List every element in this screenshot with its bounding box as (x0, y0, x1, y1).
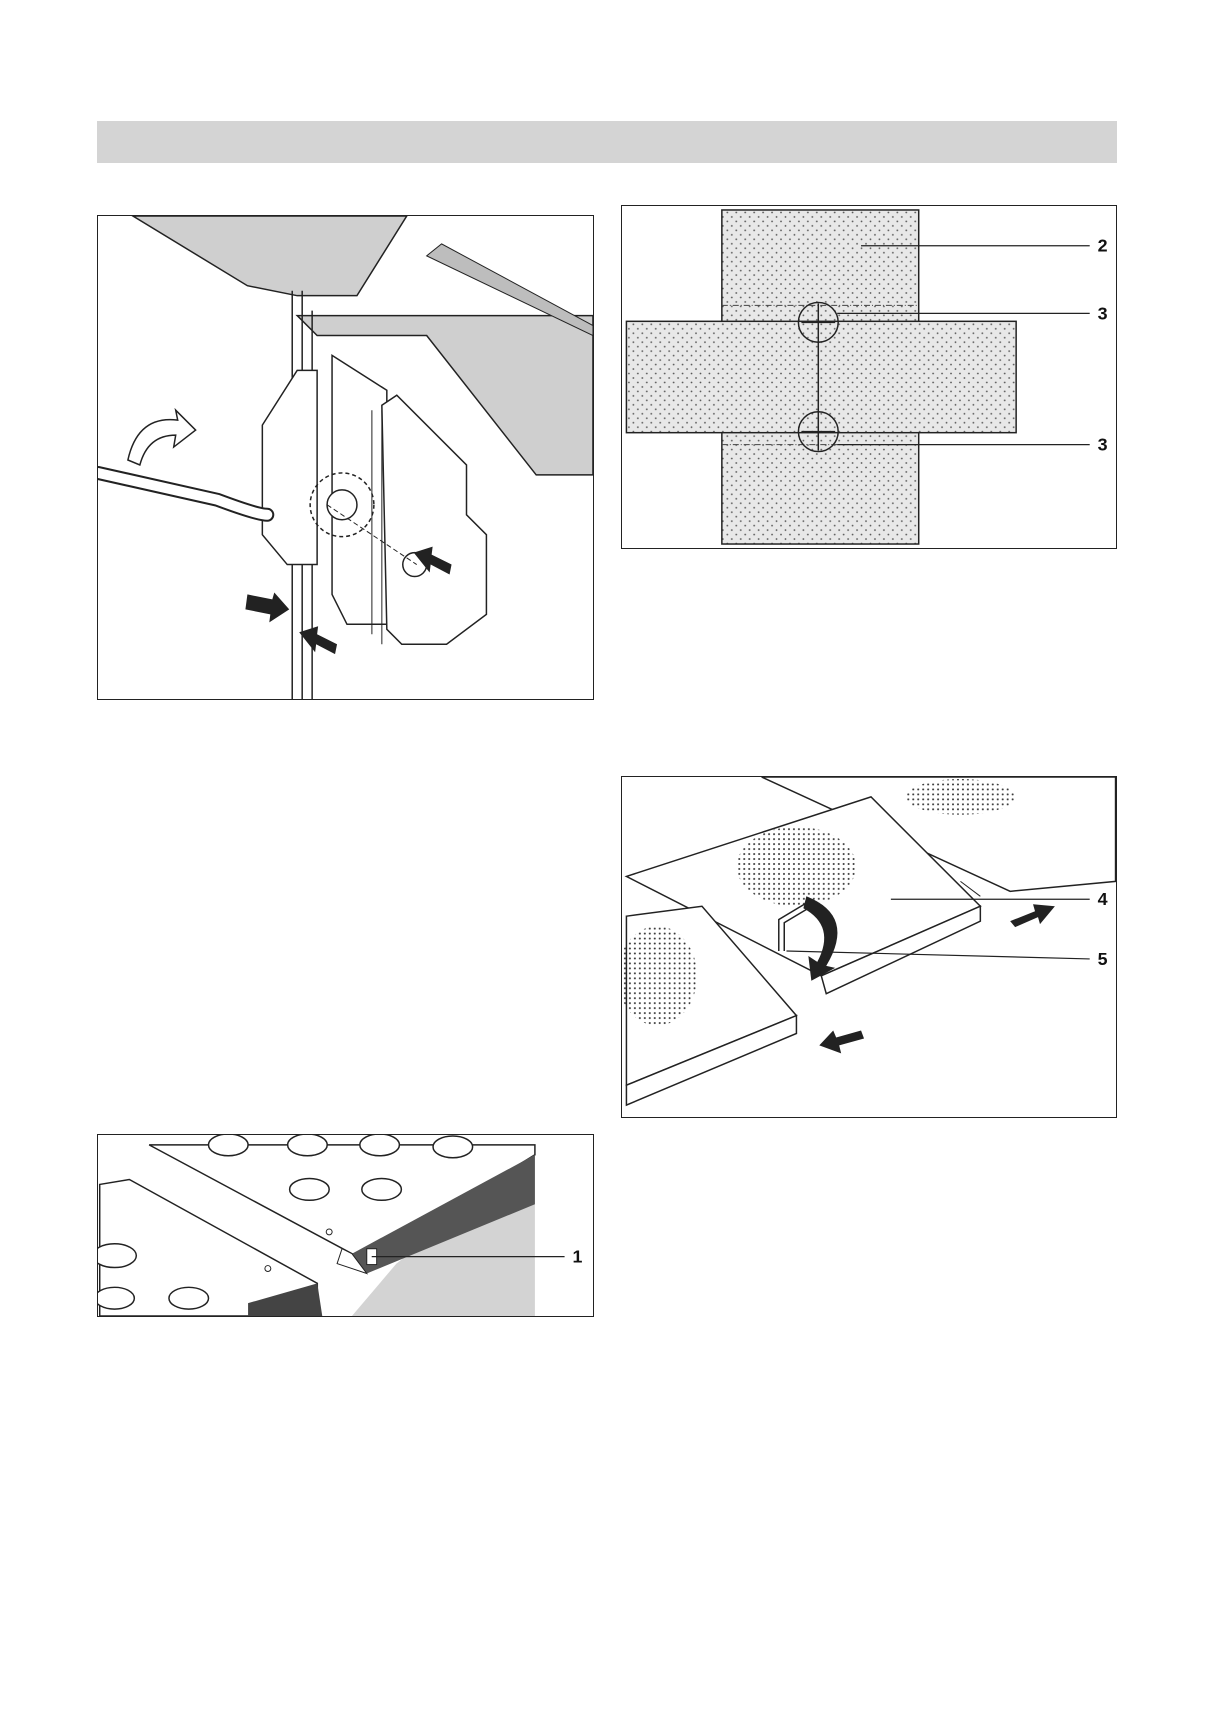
callout-1: 1 (572, 1247, 582, 1267)
callout-5: 5 (1098, 949, 1108, 969)
callout-2: 2 (1098, 236, 1108, 256)
callout-4: 4 (1098, 889, 1108, 909)
push-arrow-icon (819, 1031, 864, 1054)
section-header-bar (97, 121, 1117, 163)
callout-3-lower: 3 (1098, 435, 1108, 455)
callout-3-upper: 3 (1098, 303, 1108, 323)
push-arrow-icon (1010, 904, 1055, 927)
figure-edge-detail: 1 (97, 1134, 594, 1317)
figure-cooktop-removal: 4 5 (621, 776, 1117, 1118)
figure-panel-alignment: 2 3 3 (621, 205, 1117, 549)
figure-hinge-adjustment (97, 215, 594, 700)
curved-arrow-icon (128, 410, 196, 465)
